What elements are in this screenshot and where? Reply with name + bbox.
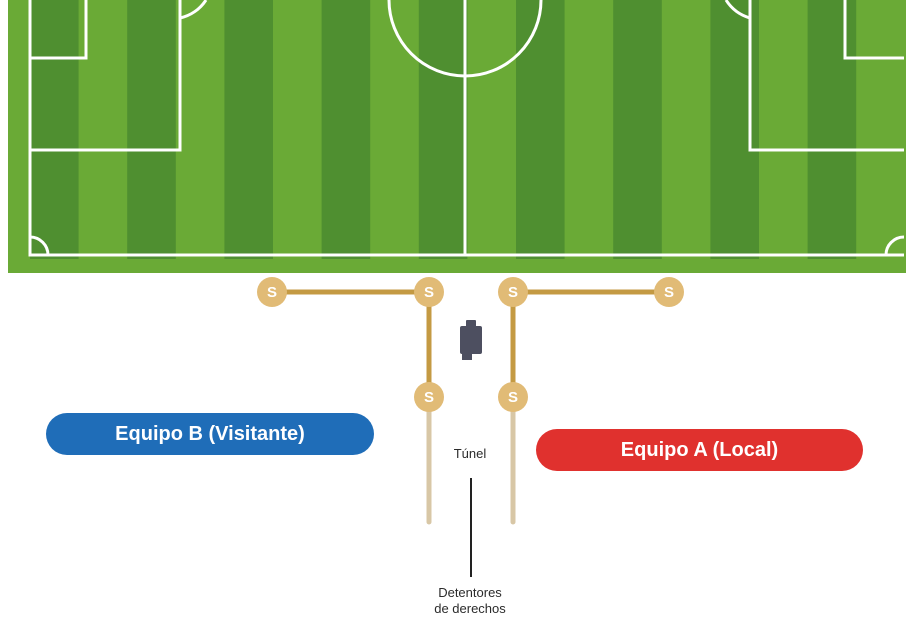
right-corner-arc	[884, 235, 905, 256]
touchline	[28, 0, 904, 257]
pitch-stripe	[516, 0, 565, 259]
camera-icon	[460, 320, 482, 360]
pitch-stripe	[224, 0, 273, 259]
right-goal-area	[843, 0, 904, 60]
football-pitch	[8, 0, 906, 273]
steward-node: S	[257, 277, 287, 307]
pitch-stripe	[710, 0, 759, 259]
left-penalty-box	[30, 0, 182, 152]
team-a-home-badge: Equipo A (Local)	[536, 429, 863, 471]
steward-node: S	[414, 382, 444, 412]
rights-holders-label: Detentores de derechos	[410, 585, 530, 617]
steward-node: S	[498, 382, 528, 412]
pitch-stripe	[321, 0, 371, 259]
team-b-away-badge: Equipo B (Visitante)	[46, 413, 374, 455]
rights-holders-line-1: Detentores	[438, 585, 502, 600]
pitch-stripe	[30, 0, 79, 259]
center-circle	[387, 0, 543, 78]
rights-holders-line-2: de derechos	[434, 601, 506, 616]
left-goal-area	[30, 0, 88, 60]
left-corner-arc	[29, 235, 50, 256]
steward-node: S	[498, 277, 528, 307]
steward-node: S	[414, 277, 444, 307]
left-penalty-arc	[179, 0, 208, 20]
pitch-stripe	[127, 0, 176, 259]
pitch-stripe	[613, 0, 662, 259]
team-b-label: Equipo B (Visitante)	[115, 422, 305, 445]
tunnel-label: Túnel	[453, 446, 487, 461]
right-penalty-arc	[724, 0, 751, 20]
pitch-stripe	[807, 0, 857, 259]
team-a-label: Equipo A (Local)	[620, 438, 779, 461]
right-penalty-box	[748, 0, 904, 152]
steward-paths	[269, 289, 672, 525]
pitch-stripe	[418, 0, 468, 259]
steward-node: S	[654, 277, 684, 307]
